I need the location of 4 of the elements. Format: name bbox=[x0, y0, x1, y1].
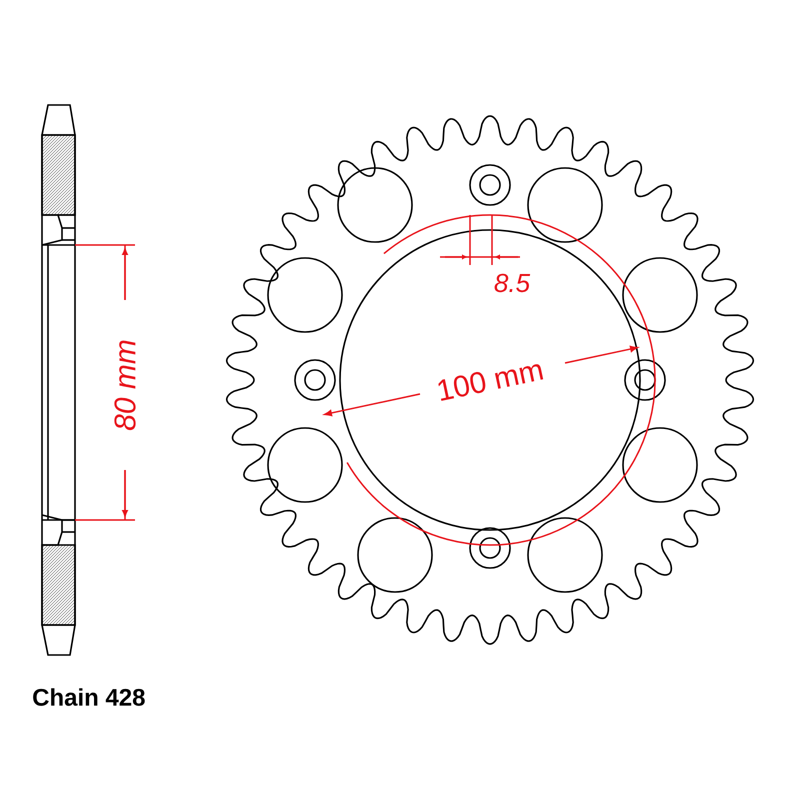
chain-size-label: Chain 428 bbox=[33, 688, 145, 706]
dimension-label: 100 mm bbox=[438, 364, 544, 401]
dimension-label: 80 mm bbox=[114, 340, 136, 430]
dimension-label: 8.5 bbox=[494, 274, 530, 292]
